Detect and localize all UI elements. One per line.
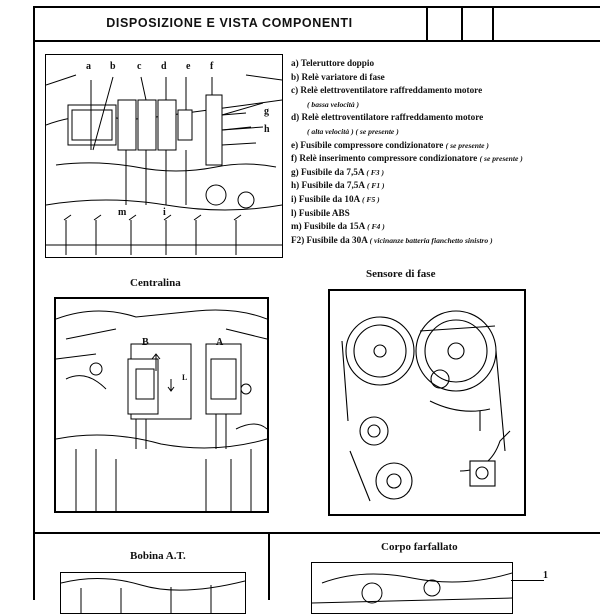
label-c: c <box>137 61 142 72</box>
legend-item: g) Fusibile da 7,5A ( F3 ) <box>291 166 385 177</box>
legend-item: d) Relè elettroventilatore raffreddament… <box>291 112 484 123</box>
corpo-drawing <box>312 572 512 604</box>
label-h: h <box>264 124 270 135</box>
legend-item: ( bassa velocità ) <box>307 99 360 109</box>
legend-item: m) Fusibile da 15A ( F4 ) <box>291 221 385 232</box>
header-bottom <box>33 40 600 42</box>
corpo-figure <box>311 562 513 614</box>
label-m: m <box>118 207 127 218</box>
legend-item: f) Relè inserimento compressore condizio… <box>291 153 523 164</box>
label-b: B <box>142 337 149 348</box>
sensore-figure <box>328 289 526 516</box>
components-figure: a b c d e f g h m i <box>45 54 283 258</box>
legend-item: F2) Fusibile da 30A ( vicinanze batteria… <box>291 234 493 245</box>
bobina-drawing <box>61 578 245 613</box>
legend-item: h) Fusibile da 7,5A ( F1 ) <box>291 180 385 191</box>
header-divider-1 <box>426 6 428 40</box>
section-divider <box>33 532 600 534</box>
legend-item: i) Fusibile da 10A ( F5 ) <box>291 193 380 204</box>
label-b: b <box>110 61 116 72</box>
centralina-figure: B A L <box>54 297 269 513</box>
callout-line <box>511 580 544 581</box>
corpo-title: Corpo farfallato <box>381 541 458 553</box>
label-i: i <box>163 207 166 218</box>
label-e: e <box>186 61 191 72</box>
callout-number: 1 <box>543 570 548 581</box>
label-a: A <box>216 337 224 348</box>
bobina-figure <box>60 572 246 614</box>
legend-item: ( alta velocità ) ( se presente ) <box>307 126 399 136</box>
label-l: L <box>182 373 188 382</box>
engine-bay-drawing <box>46 74 282 255</box>
label-a: a <box>86 61 91 72</box>
bottom-vertical-divider <box>268 532 270 600</box>
legend-item: a) Teleruttore doppio <box>291 58 375 68</box>
frame-top <box>33 6 600 8</box>
legend-item: b) Relè variatore di fase <box>291 71 385 82</box>
centralina-title: Centralina <box>130 277 181 289</box>
sensore-title: Sensore di fase <box>366 268 436 280</box>
label-g: g <box>264 106 269 117</box>
components-legend: a) Teleruttore doppio b) Relè variatore … <box>291 57 596 247</box>
legend-item: l) Fusibile ABS <box>291 207 350 218</box>
bobina-title: Bobina A.T. <box>130 550 186 562</box>
centralina-drawing <box>56 309 267 511</box>
legend-item: e) Fusibile compressore condizionatore (… <box>291 139 489 150</box>
header-divider-3 <box>492 6 494 40</box>
sensore-drawing <box>341 310 511 502</box>
frame-left <box>33 6 35 600</box>
label-f: f <box>210 61 214 72</box>
label-d: d <box>161 61 167 72</box>
legend-item: c) Relè elettroventilatore raffreddament… <box>291 85 483 96</box>
page-title: DISPOSIZIONE E VISTA COMPONENTI <box>106 16 353 30</box>
header-divider-2 <box>461 6 463 40</box>
